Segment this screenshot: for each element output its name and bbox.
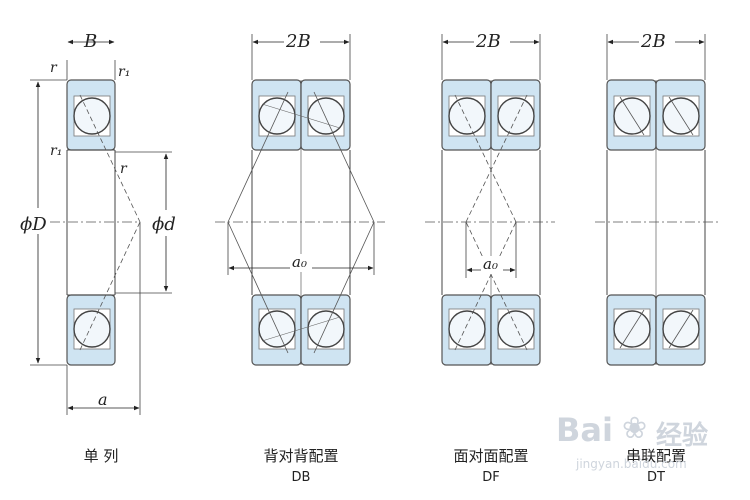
caption-db-code: DB (291, 470, 311, 485)
dt-arrangement: 2B (595, 28, 720, 366)
single-row-bearing: B r r₁ r₁ r ϕD ϕd a (20, 31, 185, 415)
single-chamfer1-label: r₁ (118, 64, 130, 80)
caption-df-code: DF (482, 470, 500, 485)
single-offset-label: a (98, 390, 108, 409)
df-arrangement: 2B a₀ (425, 28, 555, 366)
single-top-section (66, 79, 116, 151)
db-width-label: 2B (285, 31, 311, 52)
dt-width-label: 2B (640, 31, 666, 52)
caption-single: 单 列 (83, 447, 119, 465)
caption-df: 面对面配置 (453, 447, 529, 465)
watermark-main: Bai (556, 411, 613, 449)
single-chamfer-label: r (50, 60, 58, 76)
watermark-tail: 经验 (656, 421, 709, 451)
single-chamfer-b-label: r₁ (50, 143, 62, 159)
single-bore-label: ϕd (152, 214, 176, 235)
watermark-url: jingyan.baidu.com (576, 457, 687, 471)
single-width-label: B (83, 31, 97, 52)
watermark: Bai ❀ 经验 jingyan.baidu.com (556, 405, 746, 485)
db-arrangement: 2B a₀ (215, 28, 385, 366)
paw-icon: ❀ (622, 411, 648, 446)
caption-db: 背对背配置 (263, 447, 339, 465)
caption-dt: 串联配置 (625, 447, 686, 465)
single-bottom-section (66, 294, 116, 366)
df-width-label: 2B (475, 31, 501, 52)
db-offset-label: a₀ (292, 253, 307, 271)
single-outer-dia-label: ϕD (20, 214, 47, 235)
single-chamfer-c-label: r (120, 161, 128, 177)
caption-dt-code: DT (647, 470, 665, 485)
df-offset-label: a₀ (483, 255, 498, 273)
